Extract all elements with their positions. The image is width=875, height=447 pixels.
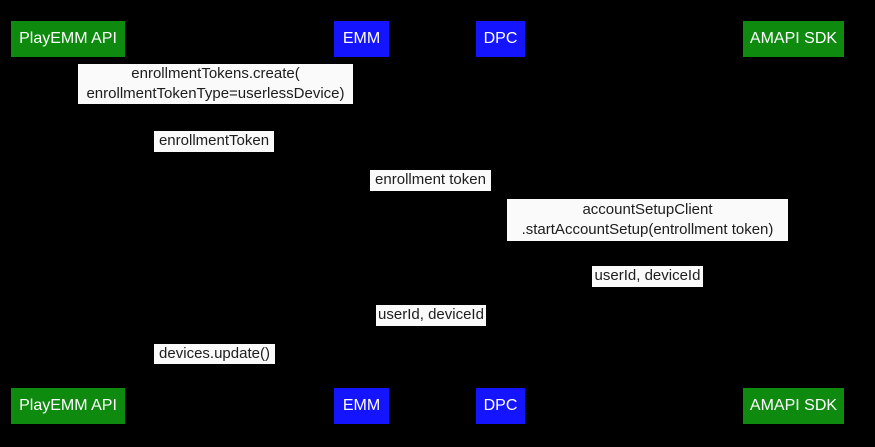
actor-emm-bottom: EMM — [334, 388, 389, 424]
message-userid-deviceid-1: userId, deviceId — [592, 266, 703, 287]
actor-dpc-top: DPC — [476, 21, 525, 57]
actor-dpc-bottom: DPC — [476, 388, 525, 424]
actor-amapi-sdk-top: AMAPI SDK — [743, 21, 844, 57]
actor-playemm-api-top: PlayEMM API — [11, 21, 125, 57]
message-devices-update: devices.update() — [154, 344, 275, 364]
actor-playemm-api-bottom: PlayEMM API — [11, 388, 125, 424]
message-userid-deviceid-2: userId, deviceId — [376, 305, 486, 326]
message-start-account-setup: accountSetupClient .startAccountSetup(en… — [507, 199, 788, 241]
message-enrollmenttoken-return: enrollmentToken — [154, 131, 274, 152]
actor-emm-top: EMM — [334, 21, 389, 57]
message-enrollment-token: enrollment token — [370, 170, 491, 191]
actor-amapi-sdk-bottom: AMAPI SDK — [743, 388, 844, 424]
message-enrollmenttokens-create: enrollmentTokens.create( enrollmentToken… — [78, 64, 353, 104]
